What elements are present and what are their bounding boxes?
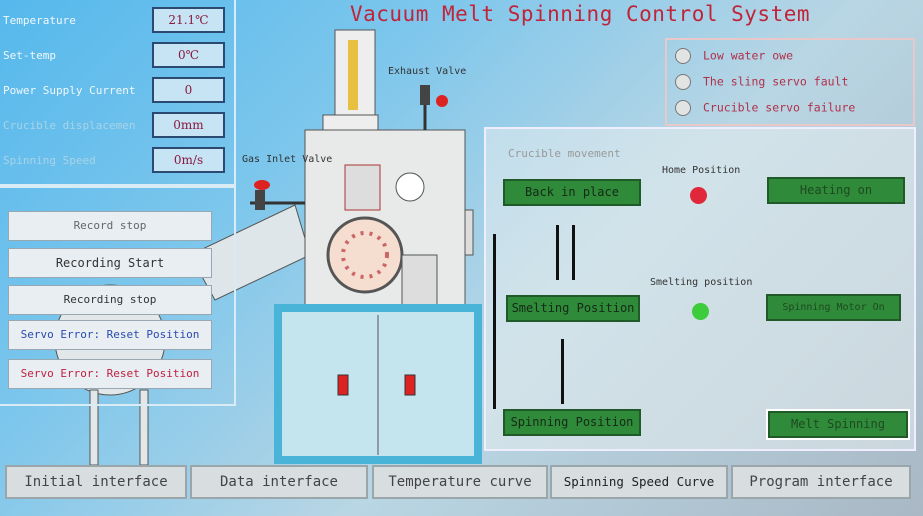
spinning-motor-on-button[interactable]: Spinning Motor On bbox=[766, 294, 901, 321]
exhaust-valve-label: Exhaust Valve bbox=[388, 66, 467, 77]
gas-inlet-valve-label: Gas Inlet Valve bbox=[242, 154, 333, 165]
alarm-indicator-icon bbox=[675, 48, 691, 64]
alarm-sling-servo: The sling servo fault bbox=[675, 74, 848, 90]
arrow-up-icon bbox=[572, 225, 575, 280]
tab-data-interface[interactable]: Data interface bbox=[190, 465, 368, 499]
tab-initial-interface[interactable]: Initial interface bbox=[5, 465, 187, 499]
power-current-value: 0 bbox=[152, 77, 225, 103]
recording-panel: Record stop Recording Start Recording st… bbox=[0, 186, 236, 406]
home-indicator-icon bbox=[690, 187, 707, 204]
crucible-title: Crucible movement bbox=[508, 147, 621, 160]
tab-program-interface[interactable]: Program interface bbox=[731, 465, 911, 499]
melt-spinning-button[interactable]: Melt Spinning bbox=[766, 409, 910, 440]
recording-stop-button[interactable]: Recording stop bbox=[8, 285, 212, 315]
temperature-label: Temperature bbox=[3, 14, 76, 27]
alarm-crucible-servo: Crucible servo failure bbox=[675, 100, 855, 116]
tab-temperature-curve[interactable]: Temperature curve bbox=[372, 465, 548, 499]
spinning-speed-value: 0m/s bbox=[152, 147, 225, 173]
smelting-position-button[interactable]: Smelting Position bbox=[506, 295, 640, 322]
crucible-panel: Crucible movement Home Position Smelting… bbox=[484, 127, 916, 451]
alarm-low-water: Low water owe bbox=[675, 48, 793, 64]
servo-reset-button-1[interactable]: Servo Error: Reset Position bbox=[8, 320, 212, 350]
power-current-label: Power Supply Current bbox=[3, 84, 136, 97]
recording-start-button[interactable]: Recording Start bbox=[8, 248, 212, 278]
back-in-place-button[interactable]: Back in place bbox=[503, 179, 641, 206]
arrow-up-long-icon bbox=[493, 234, 496, 409]
readout-panel: Temperature 21.1℃ Set-temp 0℃ Power Supp… bbox=[0, 0, 236, 186]
alarm-indicator-icon bbox=[675, 100, 691, 116]
smelting-indicator-icon bbox=[692, 303, 709, 320]
set-temp-label: Set-temp bbox=[3, 49, 56, 62]
spinning-speed-label: Spinning Speed bbox=[3, 154, 96, 167]
alarm-indicator-icon bbox=[675, 74, 691, 90]
gas-inlet-valve[interactable] bbox=[250, 180, 305, 210]
home-position-label: Home Position bbox=[662, 165, 741, 176]
temperature-value: 21.1℃ bbox=[152, 7, 225, 33]
crucible-displacement-label: Crucible displacemen bbox=[3, 119, 136, 132]
set-temp-value[interactable]: 0℃ bbox=[152, 42, 225, 68]
heating-on-button[interactable]: Heating on bbox=[767, 177, 905, 204]
record-stop-button[interactable]: Record stop bbox=[8, 211, 212, 241]
crucible-displacement-value: 0mm bbox=[152, 112, 225, 138]
arrow-down-icon bbox=[556, 225, 559, 280]
tab-spinning-speed-curve[interactable]: Spinning Speed Curve bbox=[550, 465, 728, 499]
arrow-down-icon bbox=[561, 339, 564, 404]
chamber bbox=[304, 29, 474, 306]
page-title: Vacuum Melt Spinning Control System bbox=[349, 2, 810, 26]
smelting-position-label: Smelting position bbox=[650, 277, 753, 288]
exhaust-valve[interactable] bbox=[420, 85, 448, 130]
spinning-position-button[interactable]: Spinning Position bbox=[503, 409, 641, 436]
cabinet bbox=[274, 304, 482, 464]
servo-reset-button-2[interactable]: Servo Error: Reset Position bbox=[8, 359, 212, 389]
alarm-panel: Low water owe The sling servo fault Cruc… bbox=[665, 38, 915, 126]
